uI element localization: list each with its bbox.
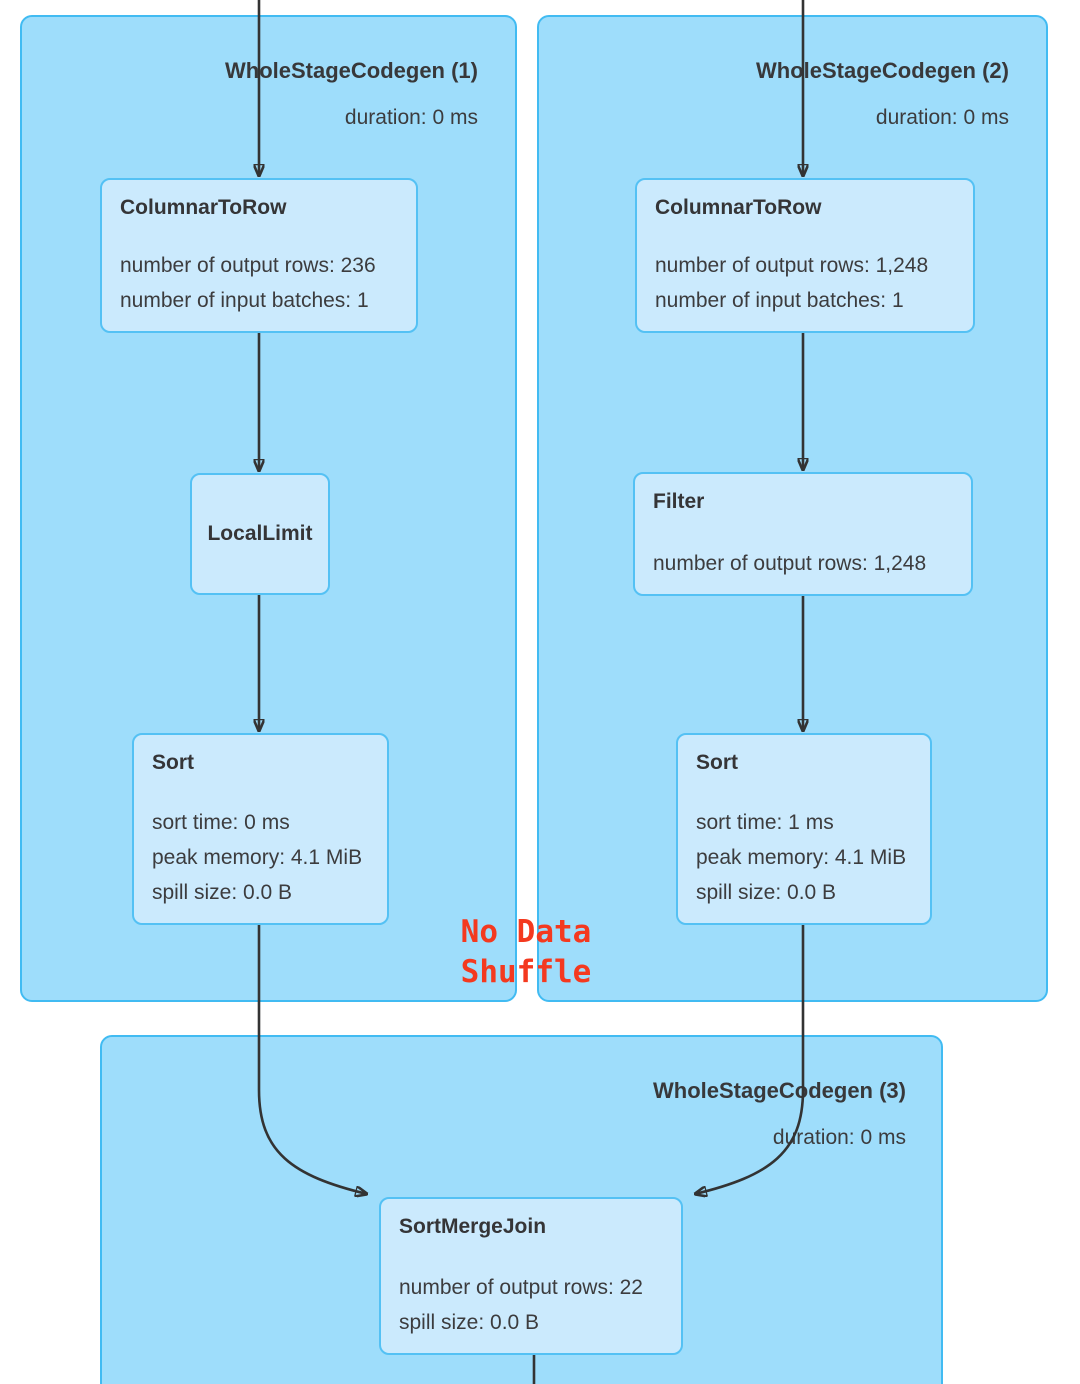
plan-node-title: LocalLimit bbox=[207, 522, 313, 545]
plan-node-title: ColumnarToRow bbox=[120, 196, 287, 219]
plan-node-locallimit: LocalLimit bbox=[190, 473, 330, 595]
plan-node-metrics: sort time: 1 ms peak memory: 4.1 MiB spi… bbox=[696, 805, 912, 910]
cluster-3-title: WholeStageCodegen (3) bbox=[652, 1078, 906, 1103]
plan-node-title: SortMergeJoin bbox=[399, 1215, 547, 1238]
cluster-1-title: WholeStageCodegen (1) bbox=[224, 58, 478, 83]
cluster-2-title: WholeStageCodegen (2) bbox=[755, 58, 1009, 83]
plan-node-metrics: number of output rows: 1,248 number of i… bbox=[655, 248, 955, 318]
plan-node-title: Filter bbox=[653, 490, 705, 513]
metric-sort-time: sort time: 0 ms bbox=[152, 811, 290, 834]
metric-output-rows: number of output rows: 22 bbox=[399, 1276, 643, 1299]
cluster-1-duration: duration: 0 ms bbox=[344, 106, 478, 129]
no-data-shuffle-annotation: No Data Shuffle bbox=[424, 912, 628, 992]
plan-node-metrics: number of output rows: 22 spill size: 0.… bbox=[399, 1270, 663, 1340]
annotation-line-2: Shuffle bbox=[460, 954, 592, 990]
metric-spill-size: spill size: 0.0 B bbox=[696, 881, 837, 904]
plan-node-sort-1: Sort sort time: 0 ms peak memory: 4.1 Mi… bbox=[132, 733, 389, 925]
plan-node-sort-2: Sort sort time: 1 ms peak memory: 4.1 Mi… bbox=[676, 733, 932, 925]
plan-node-title: Sort bbox=[152, 751, 194, 774]
cluster-3-duration: duration: 0 ms bbox=[772, 1126, 906, 1149]
plan-node-metrics: number of output rows: 236 number of inp… bbox=[120, 248, 398, 318]
metric-peak-memory: peak memory: 4.1 MiB bbox=[152, 846, 363, 869]
plan-node-metrics: sort time: 0 ms peak memory: 4.1 MiB spi… bbox=[152, 805, 369, 910]
cluster-2-duration: duration: 0 ms bbox=[875, 106, 1009, 129]
plan-node-columnartorow-2: ColumnarToRow number of output rows: 1,2… bbox=[635, 178, 975, 333]
plan-node-sortmergejoin: SortMergeJoin number of output rows: 22 … bbox=[379, 1197, 683, 1355]
plan-node-metrics: number of output rows: 1,248 bbox=[653, 546, 953, 581]
plan-node-title: Sort bbox=[696, 751, 738, 774]
metric-output-rows: number of output rows: 1,248 bbox=[655, 254, 929, 277]
metric-sort-time: sort time: 1 ms bbox=[696, 811, 834, 834]
plan-node-columnartorow-1: ColumnarToRow number of output rows: 236… bbox=[100, 178, 418, 333]
metric-input-batches: number of input batches: 1 bbox=[120, 289, 369, 312]
metric-spill-size: spill size: 0.0 B bbox=[399, 1311, 540, 1334]
metric-input-batches: number of input batches: 1 bbox=[655, 289, 904, 312]
metric-peak-memory: peak memory: 4.1 MiB bbox=[696, 846, 907, 869]
metric-output-rows: number of output rows: 1,248 bbox=[653, 552, 927, 575]
metric-output-rows: number of output rows: 236 bbox=[120, 254, 376, 277]
annotation-line-1: No Data bbox=[460, 914, 592, 950]
plan-node-filter: Filter number of output rows: 1,248 bbox=[633, 472, 973, 596]
plan-node-title: ColumnarToRow bbox=[655, 196, 822, 219]
metric-spill-size: spill size: 0.0 B bbox=[152, 881, 293, 904]
